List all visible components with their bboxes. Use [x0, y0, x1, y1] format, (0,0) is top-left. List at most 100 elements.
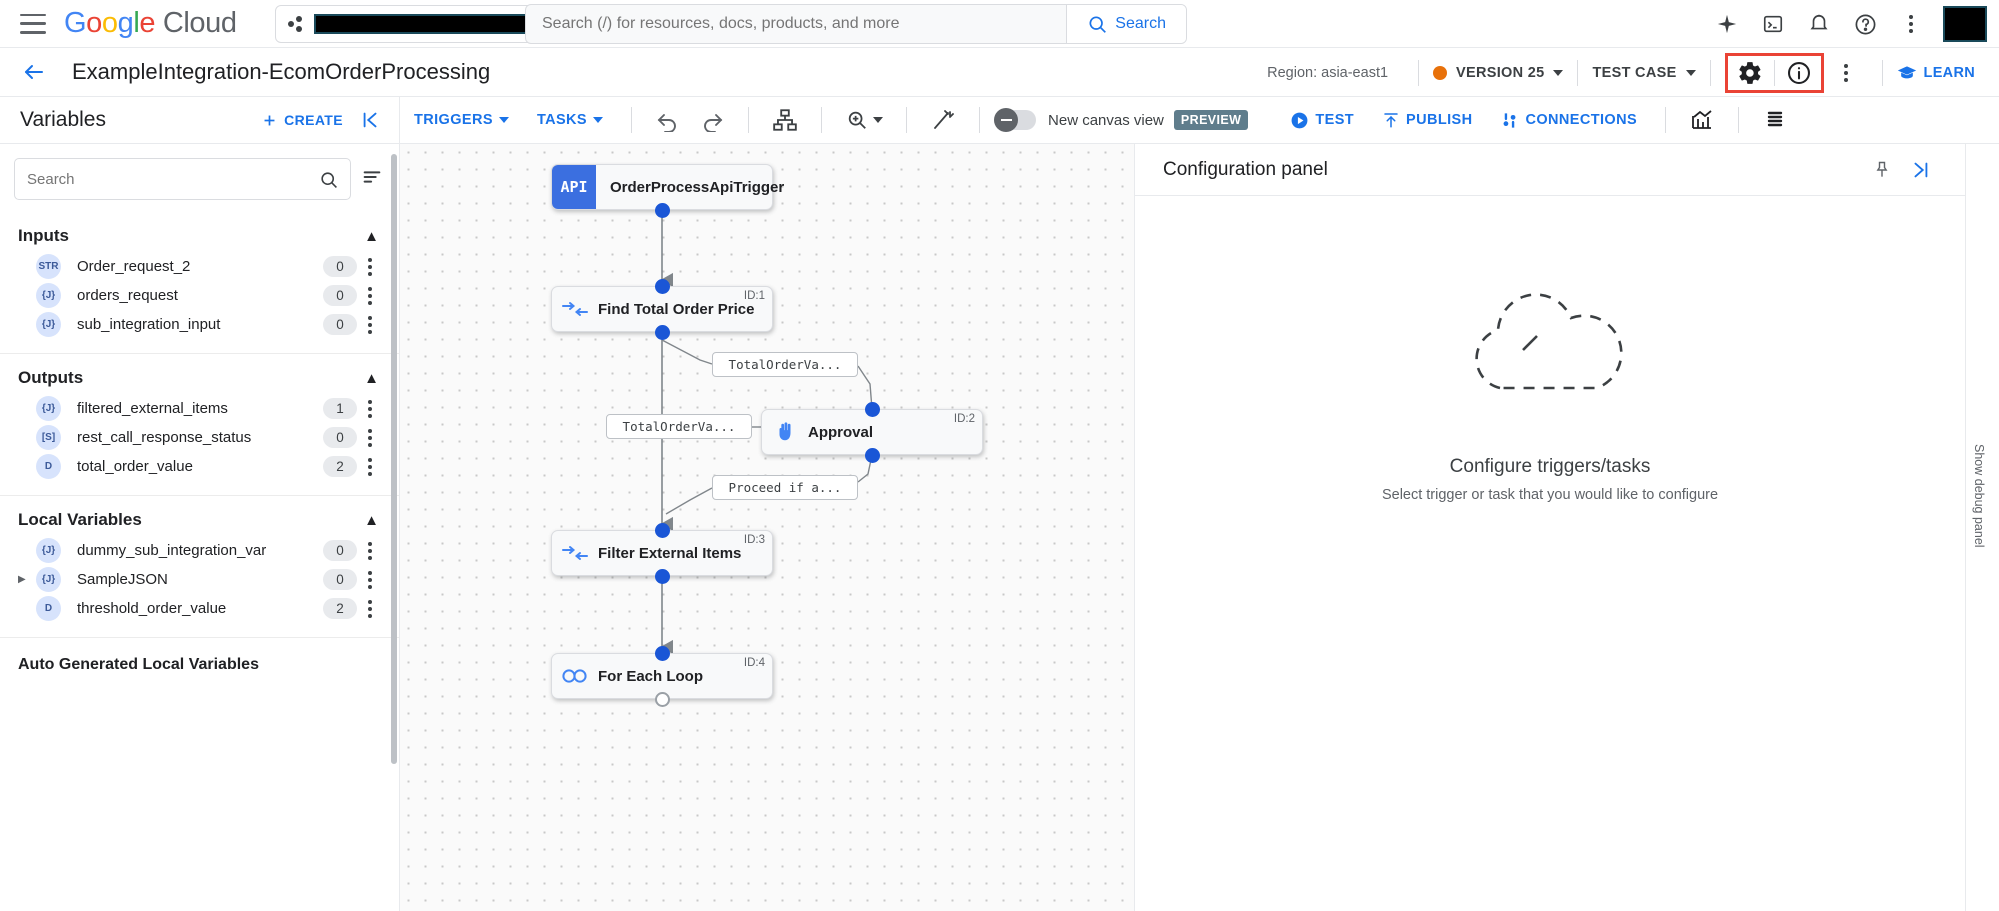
edge-label[interactable]: TotalOrderVa...	[606, 414, 752, 439]
flow-node-task-4[interactable]: For Each Loop ID:4	[551, 653, 773, 699]
undo-button[interactable]	[646, 100, 690, 140]
usage-count: 0	[323, 569, 357, 590]
row-more-options-icon[interactable]	[357, 286, 383, 305]
project-dots-icon	[287, 15, 304, 33]
node-port[interactable]	[655, 325, 670, 340]
project-selector[interactable]	[274, 4, 565, 43]
node-port[interactable]	[655, 203, 670, 218]
chevron-up-icon[interactable]: ▲	[364, 511, 379, 529]
configuration-panel: Configuration panel Configure triggers/t…	[1134, 144, 1965, 911]
variable-row[interactable]: {J} orders_request 0	[0, 281, 399, 310]
row-more-options-icon[interactable]	[357, 599, 383, 618]
test-button[interactable]: TEST	[1276, 111, 1368, 130]
row-more-options-icon[interactable]	[357, 428, 383, 447]
collapse-variables-panel-button[interactable]	[343, 109, 399, 131]
configuration-panel-header: Configuration panel	[1135, 144, 1965, 196]
search-button[interactable]: Search	[1066, 5, 1186, 43]
pin-button[interactable]	[1863, 160, 1901, 180]
row-more-options-icon[interactable]	[357, 570, 383, 589]
node-port[interactable]	[865, 448, 880, 463]
new-canvas-view-label: New canvas view	[1048, 111, 1164, 129]
variables-search-box[interactable]	[14, 158, 351, 200]
analytics-button[interactable]	[1680, 100, 1724, 140]
row-more-options-icon[interactable]	[357, 257, 383, 276]
connections-button[interactable]: CONNECTIONS	[1486, 111, 1651, 130]
editor-toolbar: Variables CREATE TRIGGERS TASKS	[0, 96, 1999, 144]
row-more-options-icon[interactable]	[357, 457, 383, 476]
debug-panel-rail[interactable]: Show debug panel	[1965, 144, 1999, 911]
integration-canvas[interactable]: API OrderProcessApiTrigger Find Total Or…	[400, 144, 1134, 911]
variable-row[interactable]: ▶ {J} SampleJSON 0	[0, 565, 399, 594]
cloud-shell-icon[interactable]	[1753, 4, 1793, 44]
collapse-right-icon	[1914, 162, 1928, 177]
chevron-down-icon	[593, 117, 604, 123]
divider	[1577, 59, 1579, 86]
magic-wand-button[interactable]	[921, 100, 965, 140]
create-variable-button[interactable]: CREATE	[261, 112, 343, 129]
more-options-button[interactable]	[1824, 53, 1868, 93]
triggers-menu[interactable]: TRIGGERS	[400, 112, 523, 128]
node-port[interactable]	[655, 523, 670, 538]
info-icon	[1787, 61, 1810, 84]
auto-layout-button[interactable]	[763, 100, 807, 140]
header-icon-group	[1707, 0, 1987, 48]
node-port[interactable]	[655, 279, 670, 294]
approval-hand-icon	[762, 420, 808, 444]
variable-row[interactable]: D threshold_order_value 2	[0, 594, 399, 623]
new-canvas-view-toggle[interactable]	[994, 108, 1037, 132]
flow-node-trigger[interactable]: API OrderProcessApiTrigger	[551, 164, 784, 210]
account-avatar[interactable]	[1943, 6, 1987, 42]
usage-count: 0	[323, 427, 357, 448]
search-input[interactable]	[27, 170, 319, 188]
edge-label[interactable]: TotalOrderVa...	[712, 352, 858, 377]
variable-row[interactable]: {J} filtered_external_items 1	[0, 394, 399, 423]
variable-row[interactable]: D total_order_value 2	[0, 452, 399, 481]
help-icon[interactable]	[1845, 4, 1885, 44]
variable-row[interactable]: STR Order_request_2 0	[0, 252, 399, 281]
chevron-up-icon[interactable]: ▲	[364, 227, 379, 245]
redo-button[interactable]	[690, 100, 734, 140]
filter-sort-button[interactable]	[361, 166, 383, 193]
node-id-badge: ID:1	[743, 290, 765, 302]
node-port[interactable]	[655, 569, 670, 584]
section-header[interactable]: Outputs ▲	[0, 354, 399, 394]
google-cloud-logo[interactable]: Google Cloud	[64, 7, 237, 39]
test-case-selector[interactable]: TEST CASE	[1592, 65, 1696, 81]
divider	[748, 107, 750, 133]
hamburger-icon[interactable]	[20, 13, 46, 34]
more-options-icon[interactable]	[1891, 4, 1931, 44]
chevron-up-icon[interactable]: ▲	[364, 369, 379, 387]
flow-node-task-3[interactable]: Filter External Items ID:3	[551, 530, 773, 576]
tasks-menu[interactable]: TASKS	[523, 112, 617, 128]
connections-icon	[1504, 112, 1516, 128]
variable-row[interactable]: {J} dummy_sub_integration_var 0	[0, 536, 399, 565]
row-more-options-icon[interactable]	[357, 541, 383, 560]
variable-row[interactable]: [S] rest_call_response_status 0	[0, 423, 399, 452]
learn-button[interactable]: LEARN	[1897, 63, 1989, 83]
row-more-options-icon[interactable]	[357, 399, 383, 418]
logs-button[interactable]	[1753, 100, 1797, 140]
search-input[interactable]	[526, 15, 1067, 33]
publish-button[interactable]: PUBLISH	[1368, 111, 1486, 129]
plus-icon	[264, 115, 275, 125]
collapse-panel-button[interactable]	[1901, 159, 1939, 181]
settings-button[interactable]	[1728, 53, 1772, 93]
zoom-control[interactable]	[836, 100, 892, 140]
section-header[interactable]: Inputs ▲	[0, 212, 399, 252]
expand-triangle-icon[interactable]: ▶	[18, 574, 26, 585]
node-port[interactable]	[655, 646, 670, 661]
notifications-bell-icon[interactable]	[1799, 4, 1839, 44]
section-header[interactable]: Local Variables ▲	[0, 496, 399, 536]
variable-row[interactable]: {J} sub_integration_input 0	[0, 310, 399, 339]
row-more-options-icon[interactable]	[357, 315, 383, 334]
back-button[interactable]	[18, 56, 50, 88]
gemini-sparkle-icon[interactable]	[1707, 4, 1747, 44]
edge-label[interactable]: Proceed if a...	[712, 475, 858, 500]
info-button[interactable]	[1777, 53, 1821, 93]
variables-scrollbar[interactable]	[391, 154, 397, 764]
node-port[interactable]	[865, 402, 880, 417]
version-selector[interactable]: VERSION 25	[1433, 65, 1564, 81]
global-search[interactable]: Search	[525, 4, 1187, 44]
node-port-open[interactable]	[655, 692, 670, 707]
type-badge: {J}	[36, 283, 61, 308]
